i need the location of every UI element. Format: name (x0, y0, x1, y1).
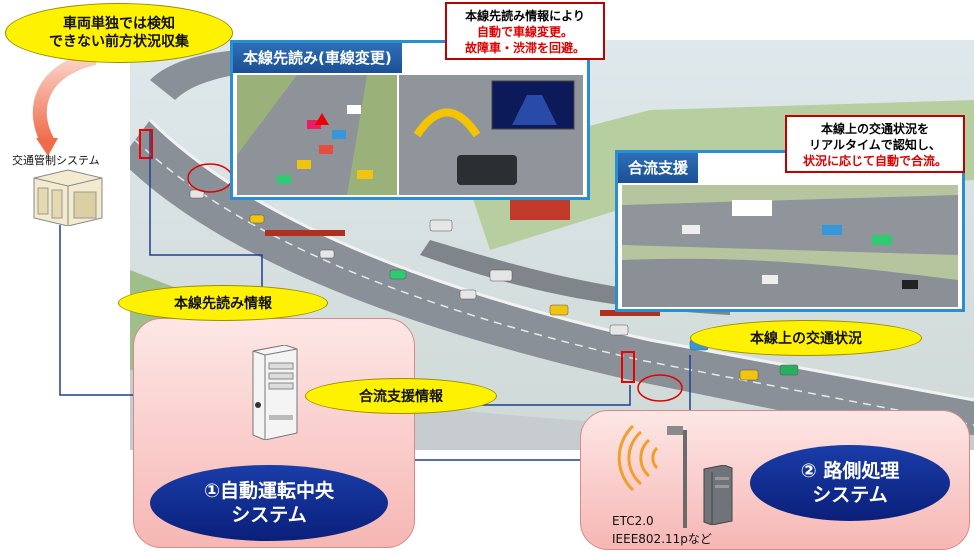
mainline-traffic-text: 本線上の交通状況 (750, 331, 862, 347)
merge-panel: 合流支援 (615, 150, 965, 312)
lookahead-callout-line2: 自動で車線変更。 (476, 25, 573, 39)
lookahead-info-label: 本線先読み情報 (118, 285, 328, 321)
central-system-oval: ①自動運転中央 システム (150, 465, 388, 541)
roadside-antenna-icon (615, 418, 715, 528)
protocol-line1: ETC2.0 (612, 514, 654, 528)
lookahead-scene (237, 75, 583, 195)
lookahead-callout-line3: 故障車・渋滞を回避。 (464, 41, 585, 55)
merge-callout-line1: 本線上の交通状況を (820, 122, 929, 136)
lookahead-panel-title: 本線先読み(車線変更) (233, 43, 402, 73)
lookahead-callout: 本線先読み情報により 自動で車線変更。 故障車・渋滞を回避。 (445, 2, 605, 60)
merge-info-text: 合流支援情報 (359, 389, 443, 405)
roadside-system-line2: システム (812, 484, 888, 506)
forward-info-line1: 車両単独では検知 (63, 16, 175, 32)
traffic-center-server-icon (28, 168, 108, 226)
central-server-icon (245, 345, 300, 440)
roadside-server-icon (702, 465, 734, 525)
traffic-center-label: 交通管制システム (12, 154, 100, 167)
merge-callout-line3: 状況に応じて自動で合流。 (802, 154, 947, 168)
merge-callout: 本線上の交通状況を リアルタイムで認知し、 状況に応じて自動で合流。 (785, 115, 965, 173)
forward-info-ellipse: 車両単独では検知 できない前方状況収集 (5, 3, 233, 63)
roadside-system-oval: ② 路側処理 システム (750, 445, 950, 521)
lookahead-panel: 本線先読み(車線変更) (230, 40, 590, 200)
merge-scene (622, 185, 958, 307)
protocol-text: ETC2.0 IEEE802.11pなど (612, 512, 712, 548)
protocol-line2: IEEE802.11pなど (612, 532, 712, 546)
central-system-line2: システム (231, 504, 307, 526)
central-system-line1: ①自動運転中央 (203, 480, 335, 502)
mainline-traffic-label: 本線上の交通状況 (690, 320, 922, 356)
merge-panel-title: 合流支援 (618, 153, 699, 183)
lookahead-callout-line1: 本線先読み情報により (465, 9, 585, 23)
merge-callout-line2: リアルタイムで認知し、 (809, 138, 941, 152)
forward-info-line2: できない前方状況収集 (49, 34, 189, 50)
roadside-system-line1: ② 路側処理 (800, 460, 900, 482)
lookahead-info-text: 本線先読み情報 (174, 296, 272, 312)
merge-info-label: 合流支援情報 (305, 378, 497, 414)
